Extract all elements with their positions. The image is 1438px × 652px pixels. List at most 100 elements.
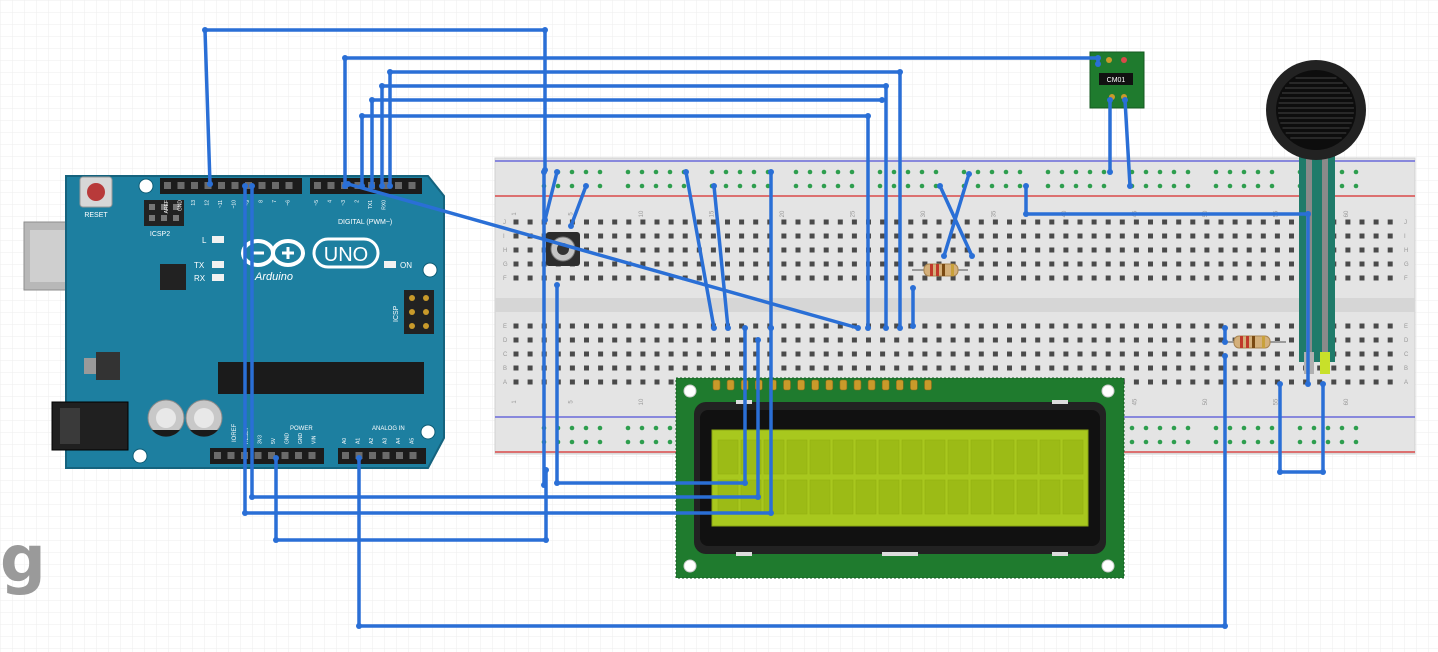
bb-hole[interactable]: [725, 219, 730, 225]
bb-hole[interactable]: [1035, 275, 1041, 281]
header-pin[interactable]: [396, 452, 403, 459]
bb-hole[interactable]: [1035, 323, 1041, 329]
bb-hole[interactable]: [1190, 337, 1196, 343]
bb-hole[interactable]: [654, 351, 660, 357]
bb-hole[interactable]: [781, 219, 787, 225]
rail-hole[interactable]: [1087, 169, 1093, 175]
bb-hole[interactable]: [1119, 219, 1125, 225]
rail-hole[interactable]: [1227, 439, 1233, 445]
bb-hole[interactable]: [795, 365, 801, 371]
rail-hole[interactable]: [1213, 439, 1219, 445]
bb-hole[interactable]: [598, 351, 604, 357]
rail-hole[interactable]: [1143, 183, 1149, 189]
bb-hole[interactable]: [1133, 351, 1139, 357]
bb-hole[interactable]: [1232, 219, 1238, 225]
rail-hole[interactable]: [1171, 169, 1177, 175]
bb-hole[interactable]: [1063, 275, 1069, 281]
bb-hole[interactable]: [1176, 275, 1182, 281]
bb-hole[interactable]: [612, 365, 618, 371]
rail-hole[interactable]: [555, 183, 561, 189]
bb-hole[interactable]: [936, 219, 942, 225]
bb-hole[interactable]: [922, 261, 928, 267]
bb-hole[interactable]: [1218, 351, 1224, 357]
bb-hole[interactable]: [1021, 275, 1027, 281]
bb-hole[interactable]: [1049, 233, 1055, 239]
bb-hole[interactable]: [598, 233, 604, 239]
bb-hole[interactable]: [1190, 247, 1196, 253]
bb-hole[interactable]: [1049, 365, 1055, 371]
rail-hole[interactable]: [653, 169, 659, 175]
bb-hole[interactable]: [978, 323, 984, 329]
reset-button-cap[interactable]: [87, 183, 105, 201]
bb-hole[interactable]: [978, 247, 984, 253]
bb-hole[interactable]: [936, 247, 942, 253]
bb-hole[interactable]: [1077, 247, 1083, 253]
bb-hole[interactable]: [880, 219, 886, 225]
bb-hole[interactable]: [1105, 323, 1111, 329]
rail-hole[interactable]: [807, 183, 813, 189]
bb-hole[interactable]: [640, 247, 646, 253]
rail-hole[interactable]: [751, 183, 757, 189]
bb-hole[interactable]: [922, 219, 928, 225]
bb-hole[interactable]: [1162, 365, 1168, 371]
bb-hole[interactable]: [1176, 233, 1182, 239]
bb-hole[interactable]: [1232, 233, 1238, 239]
bb-hole[interactable]: [668, 351, 674, 357]
lcd-pin[interactable]: [924, 379, 932, 391]
bb-hole[interactable]: [584, 233, 589, 239]
header-pin[interactable]: [281, 452, 289, 459]
bb-hole[interactable]: [1289, 337, 1294, 343]
rail-hole[interactable]: [597, 169, 603, 175]
lcd-pin[interactable]: [881, 379, 890, 391]
bb-hole[interactable]: [978, 261, 984, 267]
bb-hole[interactable]: [1289, 365, 1294, 371]
bb-hole[interactable]: [1007, 275, 1012, 281]
bb-hole[interactable]: [513, 219, 519, 225]
bb-hole[interactable]: [753, 261, 759, 267]
wire[interactable]: [360, 114, 870, 330]
bb-hole[interactable]: [1133, 379, 1139, 385]
bb-hole[interactable]: [880, 233, 886, 239]
bb-hole[interactable]: [513, 275, 519, 281]
bb-hole[interactable]: [1063, 247, 1069, 253]
bb-hole[interactable]: [626, 365, 632, 371]
bb-hole[interactable]: [696, 337, 702, 343]
bb-hole[interactable]: [640, 379, 646, 385]
bb-hole[interactable]: [710, 351, 716, 357]
bb-hole[interactable]: [1162, 379, 1168, 385]
bb-hole[interactable]: [809, 233, 815, 239]
bb-hole[interactable]: [1260, 275, 1266, 281]
header-pin[interactable]: [381, 182, 389, 189]
wire[interactable]: [388, 70, 902, 330]
bb-hole[interactable]: [1204, 261, 1210, 267]
bb-hole[interactable]: [781, 351, 787, 357]
rail-hole[interactable]: [639, 183, 645, 189]
bb-hole[interactable]: [1274, 233, 1280, 239]
bb-hole[interactable]: [513, 247, 519, 253]
bb-hole[interactable]: [922, 247, 928, 253]
lcd-pin[interactable]: [712, 379, 721, 391]
rail-hole[interactable]: [597, 183, 603, 189]
bb-hole[interactable]: [823, 233, 829, 239]
rail-hole[interactable]: [1269, 425, 1275, 431]
bb-hole[interactable]: [851, 233, 857, 239]
bb-hole[interactable]: [1289, 219, 1294, 225]
bb-hole[interactable]: [1289, 351, 1294, 357]
bb-hole[interactable]: [1021, 323, 1027, 329]
bb-hole[interactable]: [1373, 337, 1379, 343]
bb-hole[interactable]: [1246, 233, 1252, 239]
bb-hole[interactable]: [1232, 351, 1238, 357]
lcd-pin[interactable]: [853, 379, 862, 391]
bb-hole[interactable]: [1246, 351, 1252, 357]
bb-hole[interactable]: [753, 365, 759, 371]
bb-hole[interactable]: [837, 351, 843, 357]
bb-hole[interactable]: [527, 261, 533, 267]
bb-hole[interactable]: [781, 337, 787, 343]
rail-hole[interactable]: [1213, 425, 1219, 431]
bb-hole[interactable]: [964, 247, 970, 253]
bb-hole[interactable]: [851, 351, 857, 357]
bb-hole[interactable]: [569, 379, 575, 385]
bb-hole[interactable]: [710, 219, 716, 225]
bb-hole[interactable]: [837, 337, 843, 343]
bb-hole[interactable]: [753, 233, 759, 239]
